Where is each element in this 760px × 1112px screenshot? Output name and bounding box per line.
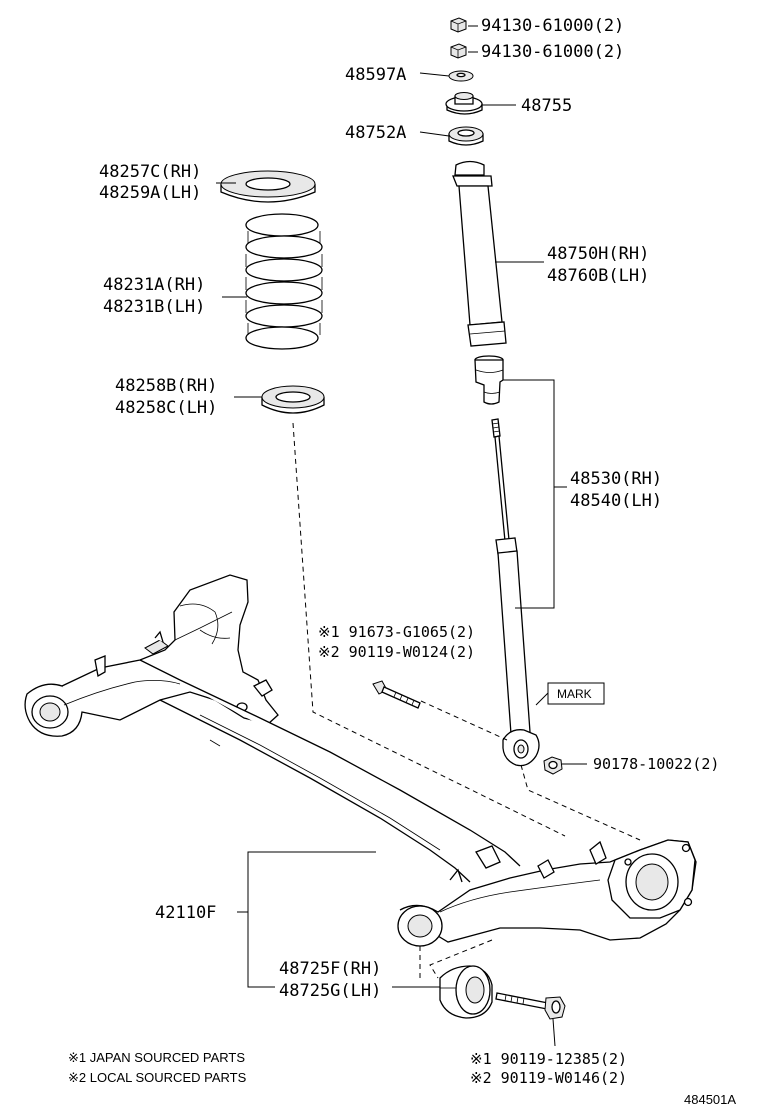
- axle-bushing: [439, 965, 493, 1019]
- diagram-id: 484501A: [684, 1092, 736, 1107]
- label-bushing-bolt-local: ※2 90119-W0146(2): [470, 1069, 627, 1087]
- mark-box: [547, 682, 605, 705]
- label-lower-seat-lh: 48258C(LH): [115, 398, 217, 418]
- label-mark: MARK: [557, 687, 592, 701]
- label-absorber-lh: 48540(LH): [570, 491, 662, 511]
- support-48755: [445, 92, 483, 115]
- label-washer: 48597A: [345, 65, 406, 85]
- bump-stop: [474, 355, 504, 405]
- top-nut-1: [450, 17, 467, 33]
- washer-48597a: [448, 70, 474, 82]
- rear-axle-beam: [24, 574, 697, 947]
- label-spring-lh: 48231B(LH): [103, 297, 205, 317]
- label-nut-top-2: 94130-61000(2): [481, 42, 624, 62]
- dust-boot: [452, 160, 507, 347]
- upper-mount-bolt: [372, 680, 421, 709]
- label-absorber-rh: 48530(RH): [570, 469, 662, 489]
- upper-spring-seat: [220, 170, 316, 203]
- label-nut-top-1: 94130-61000(2): [481, 16, 624, 36]
- lower-nut-90178: [543, 756, 563, 775]
- label-support: 48755: [521, 96, 572, 116]
- label-bearing: 48752A: [345, 123, 406, 143]
- top-nut-2: [450, 43, 467, 59]
- note-local-sourced: ※2 LOCAL SOURCED PARTS: [68, 1070, 247, 1085]
- lower-spring-seat: [261, 385, 325, 414]
- axle-bushing-bolt: [495, 992, 566, 1020]
- label-spring-rh: 48231A(RH): [103, 275, 205, 295]
- label-nut-lower: 90178-10022(2): [593, 755, 719, 773]
- assembly-lines: [292, 422, 641, 980]
- label-upper-seat-rh: 48257C(RH): [99, 162, 201, 182]
- label-axle-beam: 42110F: [155, 903, 216, 923]
- label-bolt-japan: ※1 91673-G1065(2): [318, 623, 475, 641]
- shock-absorber: [491, 418, 540, 767]
- label-upper-seat-lh: 48259A(LH): [99, 183, 201, 203]
- label-boot-lh: 48760B(LH): [547, 266, 649, 286]
- label-bolt-local: ※2 90119-W0124(2): [318, 643, 475, 661]
- coil-spring: [245, 213, 323, 350]
- label-lower-seat-rh: 48258B(RH): [115, 376, 217, 396]
- bearing-48752a: [448, 126, 484, 146]
- label-bushing-bolt-japan: ※1 90119-12385(2): [470, 1050, 627, 1068]
- label-bushing-lh: 48725G(LH): [279, 981, 381, 1001]
- label-bushing-rh: 48725F(RH): [279, 959, 381, 979]
- note-japan-sourced: ※1 JAPAN SOURCED PARTS: [68, 1050, 245, 1065]
- label-boot-rh: 48750H(RH): [547, 244, 649, 264]
- leader-lines: [216, 25, 587, 1047]
